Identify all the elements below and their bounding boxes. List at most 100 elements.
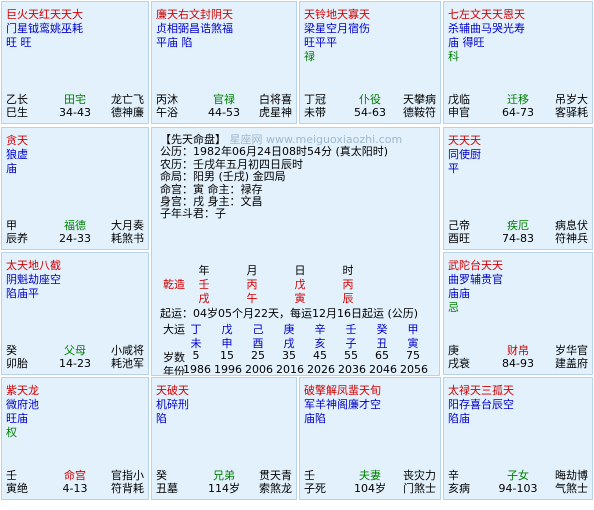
- center-info: 【先天命盘】 星座网 www.meiguoxiaozhi.com 公历：1982…: [160, 133, 402, 221]
- dayun-branch: 戌: [283, 337, 295, 350]
- age-range: 44-53: [208, 106, 240, 119]
- palace-name[interactable]: 迁移: [507, 93, 529, 106]
- god2: 索煞龙: [259, 482, 292, 495]
- palace-name[interactable]: 仆役: [359, 93, 381, 106]
- bazi-header: 年: [198, 264, 210, 277]
- dayun-label: 大运: [163, 323, 185, 336]
- god1: 大月奏: [111, 219, 144, 232]
- palace-name[interactable]: 财帛: [507, 344, 529, 357]
- branch: 卯胎: [6, 357, 28, 370]
- branch: 申官: [448, 106, 470, 119]
- brightness: 平: [448, 162, 459, 175]
- brightness: 旺平平: [304, 36, 337, 49]
- qiyun-line: 起运：04岁05个月22天，每运12月16日起运 (公历): [160, 307, 419, 320]
- bazi-label: 乾造: [163, 278, 185, 291]
- branch: 亥病: [448, 482, 470, 495]
- dayun-age: 45: [313, 349, 327, 362]
- shengong-line: 身宫：戌 身主：文昌: [160, 195, 263, 209]
- stem: 戊临: [448, 93, 470, 106]
- dayun-year: 2016: [276, 363, 304, 376]
- center-info-panel: 【先天命盘】 星座网 www.meiguoxiaozhi.com 公历：1982…: [151, 127, 440, 376]
- god2: 气煞士: [555, 482, 588, 495]
- palace-name[interactable]: 命宫: [64, 469, 86, 482]
- stem: 癸: [156, 469, 167, 482]
- branch: 未带: [304, 106, 326, 119]
- age-range: 54-63: [354, 106, 386, 119]
- dayun-age: 35: [282, 349, 296, 362]
- dayun-age: 5: [192, 349, 200, 362]
- stars-sub: 阴魁劫座空: [6, 273, 61, 286]
- dayun-year: 1996: [214, 363, 242, 376]
- palace-name[interactable]: 子女: [507, 469, 529, 482]
- stars-main: 天天天: [448, 134, 481, 147]
- bazi-header: 时: [342, 264, 354, 277]
- dayun-stem: 辛: [314, 323, 326, 336]
- god1: 病息伏: [555, 219, 588, 232]
- dayun-branch: 申: [221, 337, 233, 350]
- palace-name[interactable]: 父母: [64, 344, 86, 357]
- god2: 耗池军: [111, 357, 144, 370]
- age-range: 94-103: [498, 482, 538, 495]
- branch: 酉旺: [448, 232, 470, 245]
- bazi-stem: 丙: [342, 278, 354, 291]
- age-range: 24-33: [59, 232, 91, 245]
- stem-branch: 壬寅绝: [6, 469, 28, 495]
- dayun-stem: 癸: [376, 323, 388, 336]
- branch: 戌衰: [448, 357, 470, 370]
- stars-sub: 微府池: [6, 398, 39, 411]
- palace-name[interactable]: 疾厄: [507, 219, 529, 232]
- palace-name[interactable]: 夫妻: [359, 469, 381, 482]
- dayun-branch: 丑: [376, 337, 388, 350]
- palace-name[interactable]: 兄弟: [213, 469, 235, 482]
- palace-name[interactable]: 福德: [64, 219, 86, 232]
- age-range: 104岁: [354, 482, 386, 495]
- bazi-stem: 丙: [246, 278, 258, 291]
- gods: 官指小符背耗: [111, 469, 144, 495]
- age-range: 4-13: [62, 482, 88, 495]
- dayun-year: 2026: [307, 363, 335, 376]
- brightness: 庙庙: [448, 287, 470, 300]
- gods: 小咸将耗池军: [111, 344, 144, 370]
- stem: 庚: [448, 344, 459, 357]
- stars-main: 紫天龙: [6, 384, 39, 397]
- god2: 德鞍符: [403, 106, 436, 119]
- stars-main: 贪天: [6, 134, 28, 147]
- age-range: 34-43: [59, 106, 91, 119]
- dayun-branch: 子: [345, 337, 357, 350]
- stars-main: 太禄天三孤天: [448, 384, 514, 397]
- gods: 晦劫博气煞士: [555, 469, 588, 495]
- brightness: 旺庙: [6, 412, 28, 425]
- stem-branch: 癸丑墓: [156, 469, 178, 495]
- palace-name[interactable]: 官禄: [213, 93, 235, 106]
- god2: 符背耗: [111, 482, 144, 495]
- dayun-branch: 亥: [314, 337, 326, 350]
- stem-branch: 壬子死: [304, 469, 326, 495]
- palace-name[interactable]: 田宅: [64, 93, 86, 106]
- dayun-year: 2056: [400, 363, 428, 376]
- sihua: 科: [448, 50, 459, 63]
- god1: 晦劫博: [555, 469, 588, 482]
- stars-sub: 狼虚: [6, 148, 28, 161]
- bazi-grid: 乾造年月日时壬丙戊丙戌午寅辰: [160, 262, 430, 306]
- age-range: 64-73: [502, 106, 534, 119]
- stars-main: 巨火天红天天大: [6, 8, 83, 21]
- stars-main: 破擎解凤蜚天旬: [304, 384, 381, 397]
